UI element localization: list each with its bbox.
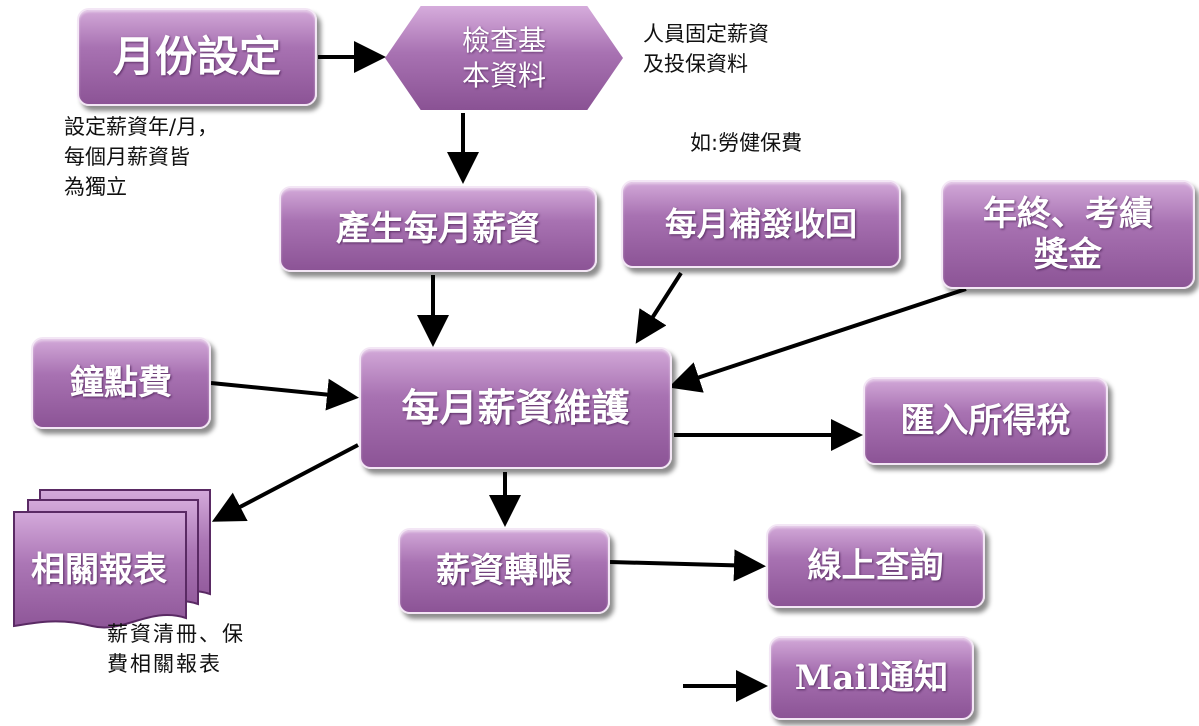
node-salary-transfer-label: 薪資轉帳 xyxy=(436,550,572,591)
note-reports-line-2: 費相關報表 xyxy=(107,651,222,676)
node-month-setting: 月份設定 xyxy=(77,8,317,106)
document-sheet-front xyxy=(13,511,187,629)
node-year-end-bonus: 年終、考績 獎金 xyxy=(941,180,1195,289)
node-generate-monthly-salary: 產生每月薪資 xyxy=(279,186,597,272)
node-online-query-label: 線上查詢 xyxy=(807,545,944,586)
node-mail-notification: Mail通知 xyxy=(769,636,974,720)
node-monthly-salary-maintenance: 每月薪資維護 xyxy=(359,347,672,469)
note-reports: 薪資清冊、保 費相關報表 xyxy=(107,620,245,680)
node-month-setting-label: 月份設定 xyxy=(112,31,281,81)
note-basic-data-line-1: 人員固定薪資 xyxy=(643,22,769,46)
arrow-maintenance-to-reports xyxy=(211,443,359,522)
note-basic-data: 人員固定薪資 及投保資料 xyxy=(643,20,769,80)
note-supplement-example: 如:勞健保費 xyxy=(690,129,802,159)
node-import-income-tax-label: 匯入所得稅 xyxy=(900,400,1071,441)
note-supplement-example-text: 如:勞健保費 xyxy=(690,131,803,155)
node-hourly-fee: 鐘點費 xyxy=(31,337,211,429)
node-monthly-supplement-recovery: 每月補發收回 xyxy=(621,180,901,268)
arrow-supplement-to-maintenance xyxy=(635,271,683,344)
note-reports-line-1: 薪資清冊、保 xyxy=(107,622,245,646)
note-basic-data-line-2: 及投保資料 xyxy=(643,51,748,76)
arrow-transfer-to-online-query xyxy=(609,549,766,582)
note-month-setting-line-2: 每個月薪資皆 xyxy=(64,144,190,169)
node-monthly-salary-maintenance-label: 每月薪資維護 xyxy=(401,385,630,431)
node-generate-monthly-salary-label: 產生每月薪資 xyxy=(336,208,540,249)
node-online-query: 線上查詢 xyxy=(766,524,985,608)
node-check-basic-data-line-1: 檢查基 xyxy=(461,24,546,57)
node-monthly-supplement-recovery-label: 每月補發收回 xyxy=(664,204,857,243)
note-month-setting: 設定薪資年/月， 每個月薪資皆 為獨立 xyxy=(64,113,218,202)
node-related-reports-label: 相關報表 xyxy=(31,549,167,590)
node-salary-transfer: 薪資轉帳 xyxy=(398,528,610,614)
note-month-setting-line-3: 為獨立 xyxy=(64,174,127,199)
document-stack-icon xyxy=(13,489,211,629)
node-mail-notification-label: Mail通知 xyxy=(794,657,949,698)
node-check-basic-data-line-2: 本資料 xyxy=(461,59,546,92)
arrow-hourly-to-maintenance xyxy=(210,378,359,411)
node-related-reports-label-box: 相關報表 xyxy=(10,506,188,626)
arrow-bonus-to-maintenance xyxy=(668,287,967,393)
node-year-end-bonus-line-2: 獎金 xyxy=(1034,234,1102,275)
node-hourly-fee-label: 鐘點費 xyxy=(70,362,172,403)
note-month-setting-line-1: 設定薪資年/月， xyxy=(64,115,219,139)
node-check-basic-data: 檢查基 本資料 xyxy=(385,6,623,110)
node-year-end-bonus-line-1: 年終、考績 xyxy=(983,193,1153,234)
node-related-reports: 相關報表 xyxy=(10,486,215,634)
node-import-income-tax: 匯入所得稅 xyxy=(863,377,1108,465)
